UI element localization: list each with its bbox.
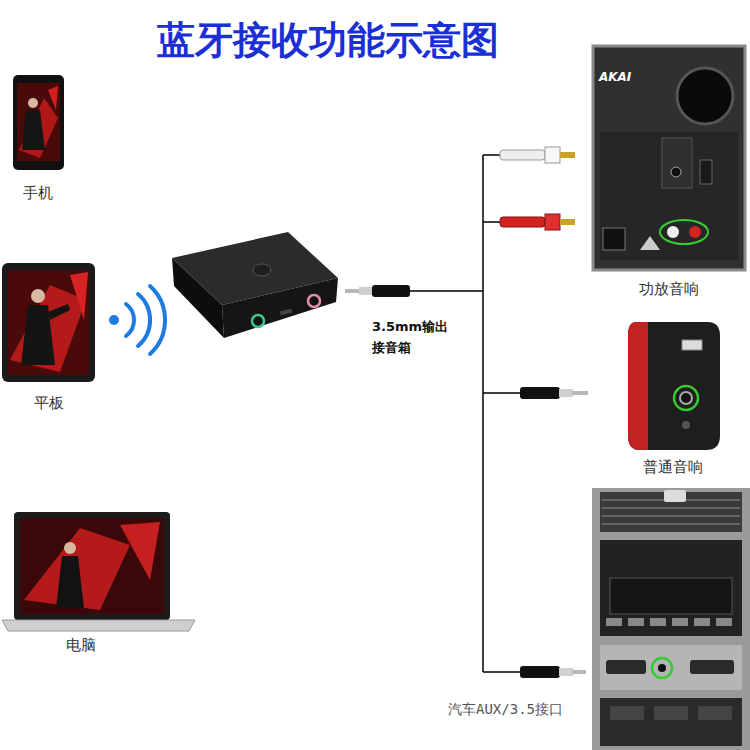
device-node: 手机 bbox=[8, 72, 68, 204]
device-label: 电脑 bbox=[66, 636, 96, 654]
device-label: 平板 bbox=[34, 394, 64, 412]
cable-note: 3.5mm输出 接音箱 bbox=[372, 316, 462, 359]
laptop-picture bbox=[2, 512, 195, 631]
device-node: 普通音响 bbox=[620, 318, 725, 478]
device-node: 平板 bbox=[0, 258, 98, 414]
speaker-picture bbox=[628, 322, 720, 450]
audio-plug bbox=[520, 666, 586, 678]
bluetooth-waves bbox=[109, 286, 165, 354]
device-node: 电脑 bbox=[0, 508, 198, 656]
brand-logo: AKAI bbox=[599, 70, 649, 84]
car-dashboard-picture bbox=[592, 488, 750, 750]
amplifier-speaker-picture bbox=[593, 46, 745, 270]
rca-plug-red bbox=[500, 214, 575, 230]
device-label: 功放音响 bbox=[639, 280, 699, 298]
receiver-picture bbox=[172, 232, 338, 338]
device-label: 手机 bbox=[23, 184, 53, 202]
audio-plug bbox=[520, 387, 588, 399]
audio-plug bbox=[345, 285, 410, 297]
device-label: 汽车AUX/3.5接口 bbox=[448, 701, 563, 718]
rca-plug-white bbox=[500, 147, 575, 163]
cable bbox=[410, 155, 520, 672]
diagram-title: 蓝牙接收功能示意图 bbox=[0, 18, 656, 64]
phone-picture bbox=[13, 75, 64, 170]
device-node: 汽车AUX/3.5接口 bbox=[448, 486, 750, 748]
tablet-picture bbox=[2, 263, 95, 382]
device-label: 普通音响 bbox=[643, 458, 703, 476]
